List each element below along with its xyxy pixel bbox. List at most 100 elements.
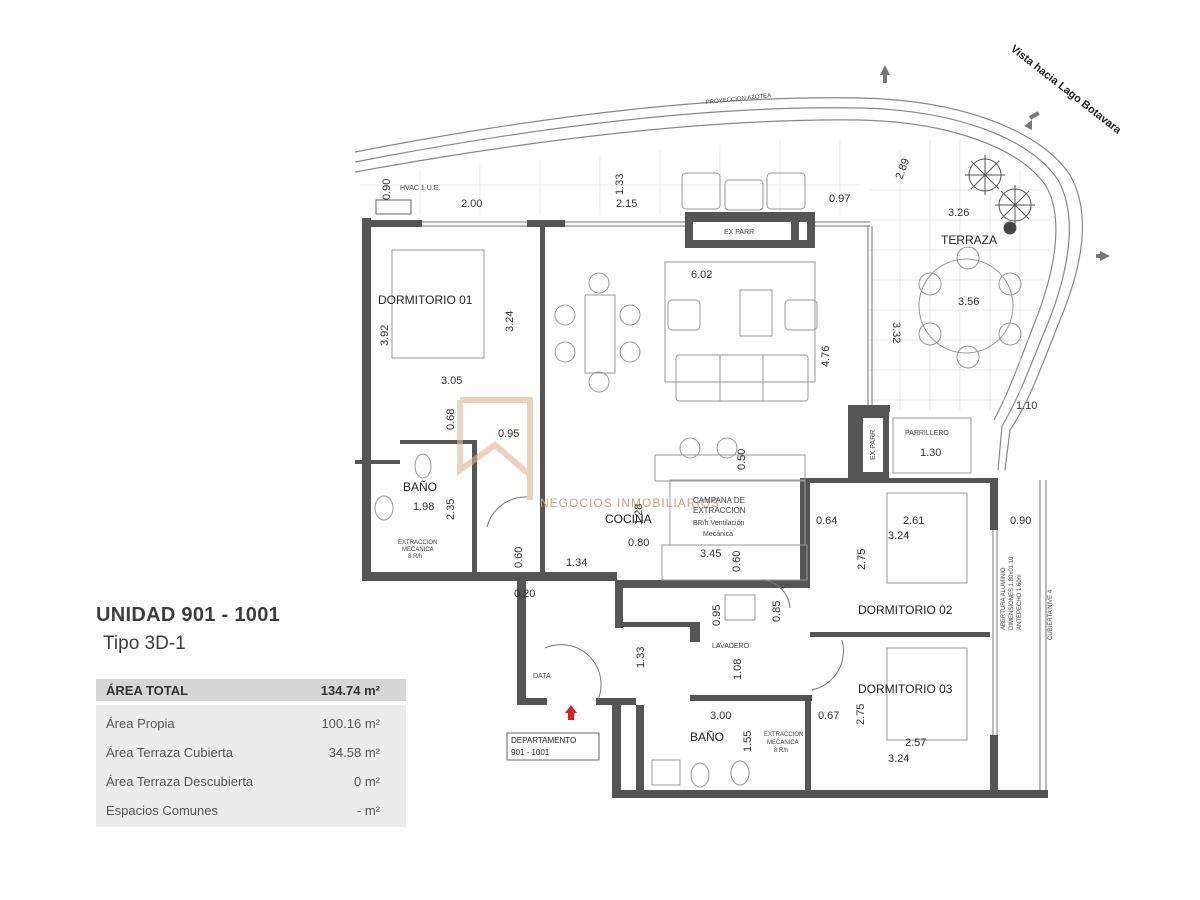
area-row: Área Propia 100.16 m² — [96, 709, 406, 738]
abertura-l1: ABERTURA ALUMINIO — [1001, 567, 1007, 630]
extraccion-2-l3: 8 R/h — [774, 748, 788, 754]
dim-0-85: 0.85 — [771, 601, 783, 622]
balcony-railing — [354, 97, 1083, 471]
watermark: NEGOCIOS INMOBILIARIOS — [540, 496, 720, 510]
dim-3-56: 3.56 — [958, 296, 979, 308]
extraccion-2-l1: EXTRACCION — [764, 732, 803, 738]
dim-0-68: 0.68 — [445, 409, 457, 430]
extraccion-1-l2: MECANICA — [402, 547, 434, 553]
dim-1-28: 1.28 — [633, 504, 645, 525]
unit-info-panel: UNIDAD 901 - 1001 Tipo 3D-1 ÁREA TOTAL 1… — [96, 604, 406, 827]
dim-3-24-dorm2: 3.24 — [888, 530, 909, 542]
dim-1-55: 1.55 — [742, 731, 754, 752]
watermark-logo — [457, 397, 533, 500]
area-row-value: 100.16 m² — [321, 716, 380, 731]
room-bano-2: BAÑO — [690, 730, 724, 744]
dim-0-60-kitchen: 0.60 — [731, 551, 743, 572]
door-swings — [486, 496, 845, 701]
dim-3-24-dorm3: 3.24 — [888, 753, 909, 765]
campana-note-1: BR/h Ventilación — [693, 520, 744, 527]
departamento-line-2: 901 - 1001 — [511, 748, 550, 757]
area-table: ÁREA TOTAL 134.74 m² Área Propia 100.16 … — [96, 679, 406, 827]
hvac-unit — [375, 199, 412, 215]
area-total-row: ÁREA TOTAL 134.74 m² — [96, 679, 406, 701]
extraccion-1-l3: 8 R/h — [408, 554, 422, 560]
dim-1-34: 1.34 — [566, 557, 587, 569]
room-dormitorio-03: DORMITORIO 03 — [858, 682, 953, 696]
unit-title: UNIDAD 901 - 1001 — [96, 604, 281, 626]
campana-line-1: CAMPANA DE — [693, 496, 745, 505]
dim-3-05: 3.05 — [441, 375, 462, 387]
dim-1-98: 1.98 — [413, 501, 434, 513]
dim-3-00: 3.00 — [710, 710, 731, 722]
area-row-value: - m² — [356, 803, 380, 818]
dim-0-67: 0.67 — [818, 710, 839, 722]
campana-line-2: EXTRACCION — [693, 506, 746, 515]
area-total-label: ÁREA TOTAL — [106, 682, 189, 698]
dim-2-57: 2.57 — [905, 737, 926, 749]
dim-1-33-top: 1.33 — [614, 174, 626, 195]
ex-parr-side: EX PARR — [870, 430, 877, 460]
data-label: DATA — [533, 673, 551, 680]
dim-0-90: 0.90 — [381, 179, 393, 200]
area-row: Área Terraza Descubierta 0 m² — [96, 767, 406, 796]
dim-2-35: 2.35 — [445, 499, 457, 520]
area-row-label: Área Propia — [106, 716, 175, 731]
departamento-box — [506, 732, 600, 761]
ex-parr-top-box — [685, 212, 815, 248]
area-row-value: 0 m² — [354, 774, 380, 789]
dim-2-00: 2.00 — [461, 198, 482, 210]
dim-0-60-left: 0.60 — [513, 547, 525, 568]
view-arrows — [880, 65, 1110, 261]
room-dormitorio-01: DORMITORIO 01 — [378, 293, 473, 307]
area-row-value: 34.58 m² — [328, 745, 380, 760]
dim-0-95-laundry: 0.95 — [711, 605, 723, 626]
room-bano-1: BAÑO — [403, 480, 437, 494]
dim-3-32: 3.32 — [890, 322, 902, 343]
dim-0-20: 0.20 — [514, 588, 535, 600]
dim-3-24-dorm1: 3.24 — [504, 311, 516, 332]
unit-type: Tipo 3D-1 — [103, 633, 186, 654]
dim-3-92: 3.92 — [379, 325, 391, 346]
dim-1-33-hall: 1.33 — [635, 647, 647, 668]
room-lavadero: LAVADERO — [712, 643, 750, 650]
room-parrillero: PARRILLERO — [905, 430, 949, 437]
furniture — [374, 172, 1022, 788]
abertura-l3: ANTEPECHO 1.60m — [1017, 574, 1023, 630]
dim-0-64: 0.64 — [816, 515, 837, 527]
extraccion-2-l2: MECANICA — [767, 740, 799, 746]
room-terraza: TERRAZA — [941, 233, 997, 247]
area-list: Área Propia 100.16 m² Área Terraza Cubie… — [96, 705, 406, 827]
abertura-l2: DIMENSIONES 1.80x01.10 — [1009, 556, 1015, 630]
dim-0-95-bath: 0.95 — [498, 428, 519, 440]
view-label: Vista hacia Lago Botavara — [1008, 43, 1124, 137]
roof-projection-label: PROYECCION AZOTEA — [706, 93, 772, 106]
dim-2-75-dorm3: 2.75 — [855, 704, 867, 725]
dim-0-90-right: 0.90 — [1010, 515, 1031, 527]
room-dormitorio-02: DORMITORIO 02 — [858, 603, 953, 617]
dim-2-89: 2.89 — [894, 157, 913, 181]
area-row-label: Espacios Comunes — [106, 803, 218, 818]
hvac-label: HVAC 1 U.E. — [400, 185, 440, 192]
dim-4-76: 4.76 — [820, 346, 832, 367]
area-row-label: Área Terraza Descubierta — [106, 774, 254, 789]
plants — [965, 155, 1035, 235]
extraccion-1-l1: EXTRACCION — [398, 540, 437, 546]
glazing — [422, 221, 1047, 790]
dim-3-26: 3.26 — [948, 207, 969, 219]
area-row: Área Terraza Cubierta 34.58 m² — [96, 738, 406, 767]
ex-parr-top: EX PARR — [724, 229, 754, 236]
dim-0-97: 0.97 — [829, 193, 850, 205]
area-row-label: Área Terraza Cubierta — [106, 745, 233, 760]
dim-6-02: 6.02 — [691, 269, 712, 281]
entrance-arrow-icon — [565, 705, 577, 720]
dim-2-75-dorm2: 2.75 — [856, 549, 868, 570]
dim-2-61: 2.61 — [903, 515, 924, 527]
dim-0-50: 0.50 — [736, 449, 748, 470]
dim-1-30: 1.30 — [920, 447, 941, 459]
dim-2-15: 2.15 — [616, 198, 637, 210]
area-total-value: 134.74 m² — [320, 682, 380, 698]
dim-3-45: 3.45 — [700, 548, 721, 560]
dim-0-80: 0.80 — [628, 537, 649, 549]
